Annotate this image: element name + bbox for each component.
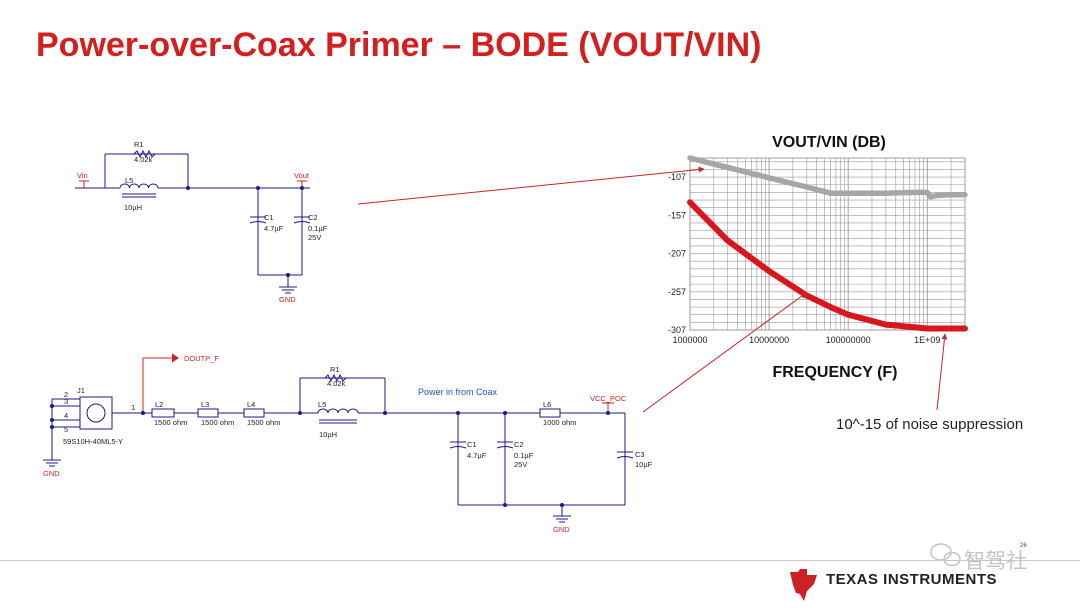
series-line-red [687, 199, 968, 332]
j1-connector [79, 396, 113, 430]
j1-pin-3: 3 [64, 397, 68, 406]
top-l5-val: 10µH [124, 203, 142, 212]
vcc-poc-label: VCC_POC [590, 394, 627, 403]
bottom-c2-ref: C2 [514, 440, 524, 449]
bottom-l6-bead [539, 408, 561, 418]
chart-xlabel: FREQUENCY (F) [772, 364, 897, 381]
y-tick-label: -157 [668, 210, 686, 220]
ti-logo: Texas Instruments [790, 569, 997, 601]
bottom-c1-ref: C1 [467, 440, 477, 449]
bottom-l5-ref: L5 [318, 400, 326, 409]
power-in-label: Power in from Coax [418, 387, 498, 397]
doutp-label: DOUTP_F [184, 354, 219, 363]
top-c2-ref: C2 [308, 213, 318, 222]
page-title: Power-over-Coax Primer – BODE (VOUT/VIN) [36, 26, 762, 64]
top-l5-ref: L5 [125, 176, 133, 185]
top-vout-label: Vout [294, 171, 310, 180]
wechat-watermark: 智驾社 [930, 543, 1027, 573]
top-r1-resistor [133, 149, 156, 159]
top-l5-inductor [119, 183, 159, 189]
x-tick-label: 100000000 [826, 335, 871, 345]
j1-pin-1: 1 [131, 403, 135, 412]
x-tick-label: 10000000 [749, 335, 789, 345]
ti-logo-icon [790, 569, 817, 601]
l4-val: 1500 ohm [247, 418, 280, 427]
bode-chart: VOUT/VIN (DB) FREQUENCY (F) -107 -157 -207… [668, 134, 968, 381]
j1-pin-2: 2 [64, 390, 68, 399]
bottom-c2-val: 0.1µF [514, 451, 534, 460]
c3-val: 10µF [635, 460, 653, 469]
bottom-l3-bead [197, 408, 219, 418]
l3-val: 1500 ohm [201, 418, 234, 427]
chart-title: VOUT/VIN (DB) [772, 134, 886, 151]
ti-logo-text: Texas Instruments [826, 571, 997, 588]
arrow-noise-annotation [936, 333, 948, 411]
arrow-bottom-to-red-curve [642, 292, 807, 413]
bottom-r1-resistor [324, 373, 347, 383]
bottom-l4-bead [243, 408, 265, 418]
l2-val: 1500 ohm [154, 418, 187, 427]
bottom-l5-inductor [317, 408, 359, 414]
j1-part: 59S10H-40ML5-Y [63, 437, 123, 446]
l3-ref: L3 [201, 400, 209, 409]
x-tick-label: 1000000 [672, 335, 707, 345]
top-vin-label: Vin [77, 171, 88, 180]
top-gnd-label: GND [279, 295, 296, 304]
j1-pin-4: 4 [64, 411, 68, 420]
j1-pin-5: 5 [64, 425, 68, 434]
top-r1-val: 4.02k [134, 155, 153, 164]
bottom-gnd-label: GND [553, 525, 570, 534]
left-gnd-label: GND [43, 469, 60, 478]
top-c1-val: 4.7µF [264, 224, 284, 233]
y-tick-label: -257 [668, 287, 686, 297]
top-c2-val: 0.1µF [308, 224, 328, 233]
bottom-c2-volt: 25V [514, 460, 527, 469]
footer-divider [0, 560, 1080, 561]
bottom-circuit-schematic [43, 373, 634, 523]
y-tick-label: -307 [668, 325, 686, 335]
noise-suppression-annotation: 10^-15 of noise suppression [836, 416, 1024, 433]
j1-ref: J1 [77, 386, 85, 395]
y-tick-label: -207 [668, 249, 686, 259]
top-r1-ref: R1 [134, 140, 144, 149]
y-tick-label: -107 [668, 172, 686, 182]
l6-ref: L6 [543, 400, 551, 409]
arrow-top-to-gray-curve [357, 166, 705, 205]
chart-series [687, 155, 968, 332]
top-circuit-schematic [75, 149, 311, 294]
series-line-gray [687, 155, 968, 200]
l2-ref: L2 [155, 400, 163, 409]
bottom-r1-ref: R1 [330, 365, 340, 374]
l4-ref: L4 [247, 400, 255, 409]
top-c2-volt: 25V [308, 233, 321, 242]
chart-grid [689, 157, 966, 331]
page-number: 26 [1020, 543, 1027, 549]
wechat-icon [930, 543, 961, 567]
bottom-l2-bead [151, 408, 175, 418]
bottom-r1-val: 4.02k [327, 379, 346, 388]
plot-frame [689, 157, 966, 331]
watermark-text: 智驾社 [964, 549, 1027, 573]
x-tick-label: 1E+09 [914, 335, 940, 345]
top-c1-ref: C1 [264, 213, 274, 222]
bottom-l5-val: 10µH [319, 430, 337, 439]
bottom-c1-val: 4.7µF [467, 451, 487, 460]
c3-ref: C3 [635, 450, 645, 459]
l6-val: 1000 ohm [543, 418, 576, 427]
